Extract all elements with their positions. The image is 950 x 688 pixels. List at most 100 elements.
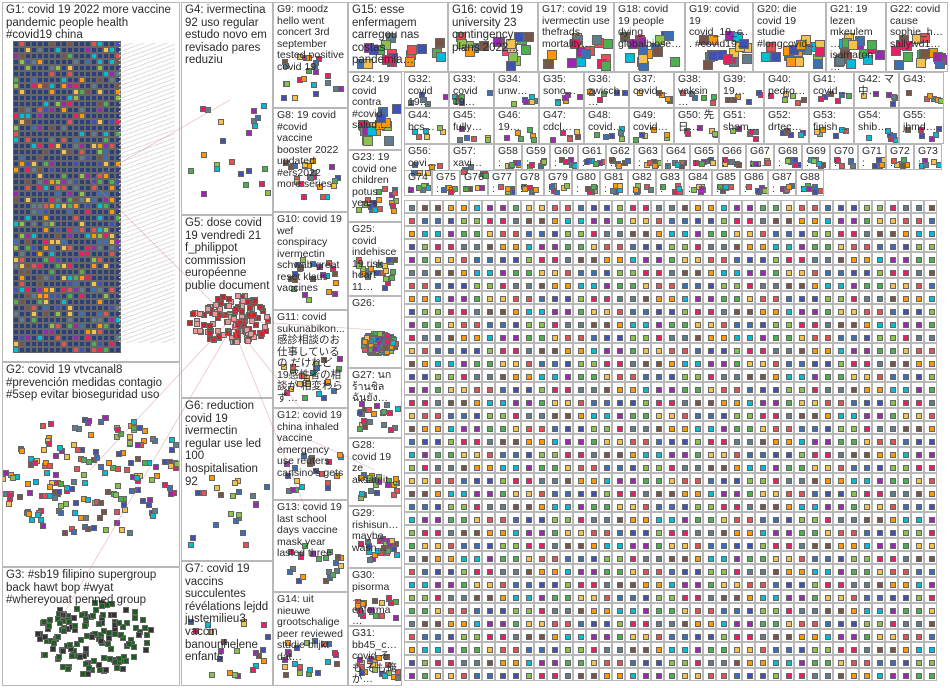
group-g7: G7: covid 19 vaccins succulentes révélat… <box>181 561 273 686</box>
graph-node <box>825 478 831 484</box>
graph-node <box>617 387 623 393</box>
graph-node <box>448 504 454 510</box>
graph-node <box>487 400 493 406</box>
singleton-group <box>664 421 677 434</box>
graph-node <box>890 231 896 237</box>
graph-node <box>128 460 134 466</box>
singleton-group <box>404 434 417 447</box>
graph-node <box>539 218 545 224</box>
graph-node <box>409 257 415 263</box>
singleton-group <box>560 330 573 343</box>
graph-node <box>703 60 713 70</box>
singleton-group <box>625 486 638 499</box>
singleton-group <box>703 369 716 382</box>
graph-node <box>474 335 480 341</box>
graph-node <box>838 439 844 445</box>
singleton-group <box>820 239 833 252</box>
singleton-group <box>742 278 755 291</box>
graph-node <box>656 244 662 250</box>
singleton-group <box>768 304 781 317</box>
graph-node <box>240 298 246 304</box>
graph-node <box>500 218 506 224</box>
graph-node <box>98 500 104 506</box>
graph-node <box>695 361 701 367</box>
singleton-group <box>508 447 521 460</box>
graph-node <box>773 361 779 367</box>
graph-node <box>539 400 545 406</box>
graph-node <box>656 426 662 432</box>
small-group: G58: doc… <box>494 144 522 170</box>
graph-node <box>630 218 636 224</box>
graph-node <box>325 73 331 79</box>
singleton-group <box>768 226 781 239</box>
group-g23: G23: 19 covid one children potus years <box>348 150 402 222</box>
singleton-group <box>417 213 430 226</box>
graph-node <box>105 489 111 495</box>
singleton-group <box>521 460 534 473</box>
singleton-group <box>547 486 560 499</box>
graph-node <box>225 319 231 325</box>
graph-node <box>102 470 108 476</box>
graph-node <box>474 244 480 250</box>
graph-node <box>142 625 148 631</box>
singleton-group <box>729 421 742 434</box>
graph-node <box>500 348 506 354</box>
graph-node <box>851 296 857 302</box>
graph-node <box>523 99 529 105</box>
singleton-group <box>833 304 846 317</box>
graph-node <box>773 283 779 289</box>
graph-node <box>919 133 925 139</box>
singleton-group <box>872 356 885 369</box>
group-label: G78: <box>520 172 541 195</box>
singleton-group <box>911 304 924 317</box>
singleton-group <box>547 356 560 369</box>
group-label: G34: unw… <box>498 74 536 97</box>
singleton-group <box>482 239 495 252</box>
small-group: G44: bcs… <box>404 108 449 144</box>
graph-node <box>656 257 662 263</box>
singleton-group <box>677 434 690 447</box>
graph-node <box>669 244 675 250</box>
singleton-group <box>794 278 807 291</box>
graph-node <box>812 257 818 263</box>
singleton-group <box>859 278 872 291</box>
singleton-group <box>729 291 742 304</box>
singleton-group <box>807 356 820 369</box>
graph-node <box>682 283 688 289</box>
graph-node <box>721 231 727 237</box>
graph-node <box>361 418 367 424</box>
graph-node <box>812 413 818 419</box>
graph-node <box>708 374 714 380</box>
graph-node <box>604 244 610 250</box>
graph-node <box>734 309 740 315</box>
singleton-group <box>859 421 872 434</box>
singleton-group <box>807 226 820 239</box>
singleton-group <box>924 200 937 213</box>
graph-node <box>773 374 779 380</box>
graph-node <box>461 465 467 471</box>
graph-node <box>422 257 428 263</box>
graph-node <box>526 218 532 224</box>
graph-node <box>168 491 174 497</box>
singleton-group <box>495 434 508 447</box>
singleton-group <box>534 265 547 278</box>
graph-node <box>526 322 532 328</box>
graph-node <box>539 309 545 315</box>
graph-node <box>773 270 779 276</box>
graph-node <box>194 321 200 327</box>
group-label: G77: <box>492 172 513 195</box>
singleton-group <box>703 382 716 395</box>
graph-node <box>487 413 493 419</box>
group-label: G82: <box>632 172 653 195</box>
singleton-group <box>651 291 664 304</box>
graph-node <box>630 348 636 354</box>
singleton-group <box>586 278 599 291</box>
graph-node <box>100 612 106 618</box>
graph-node <box>656 491 662 497</box>
graph-node <box>578 465 584 471</box>
singleton-group <box>677 395 690 408</box>
graph-node <box>591 348 597 354</box>
singleton-group <box>534 460 547 473</box>
singleton-group <box>560 226 573 239</box>
graph-node <box>864 400 870 406</box>
